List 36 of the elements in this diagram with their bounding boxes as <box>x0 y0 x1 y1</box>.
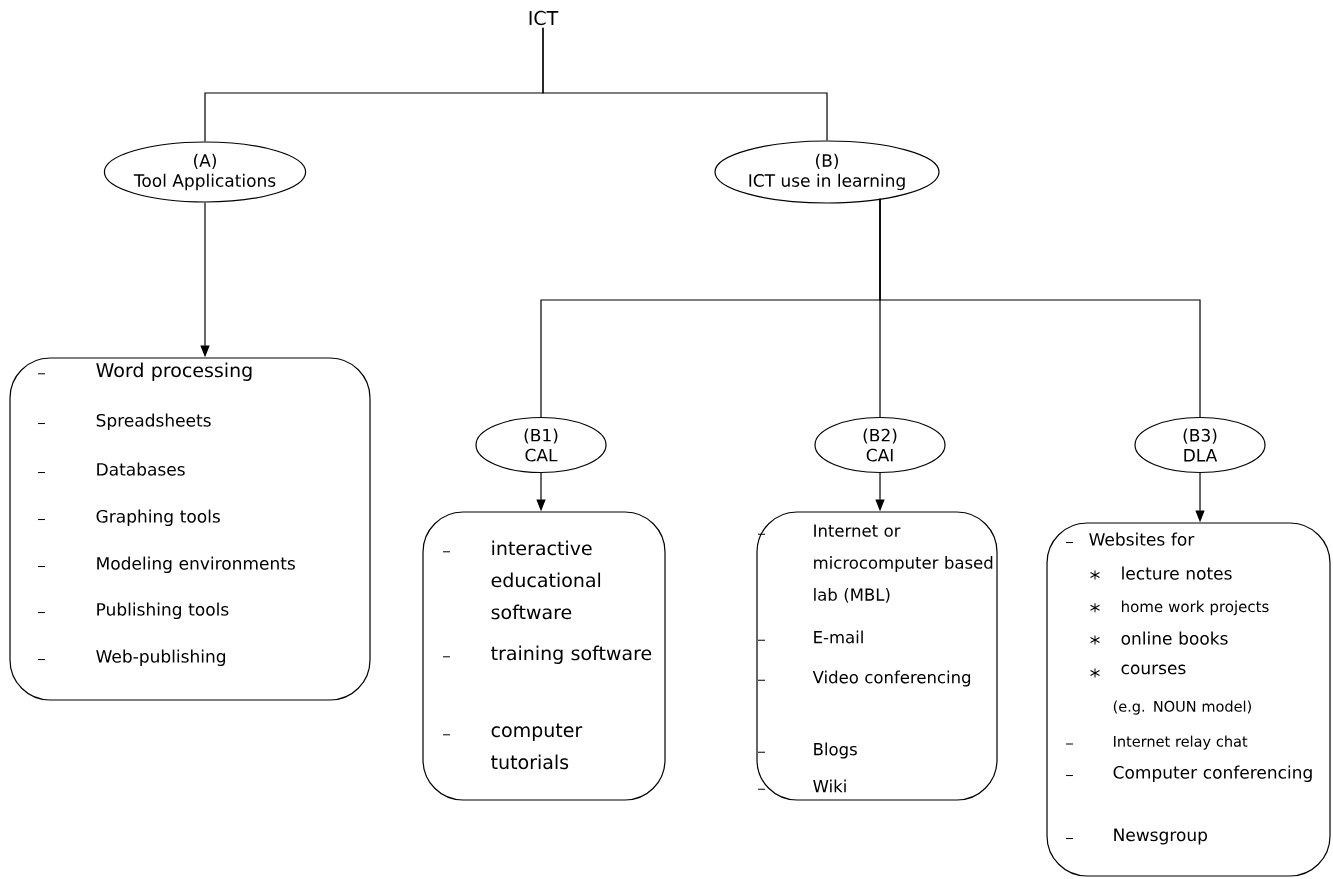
list-box <box>9 357 371 701</box>
list-item: online books <box>1121 631 1228 645</box>
list-item: Wiki <box>813 779 846 793</box>
list-item: Computer conferencing <box>1113 765 1312 783</box>
list-item: Blogs <box>814 742 857 759</box>
list-item: interactive educational software <box>491 540 601 620</box>
list-box <box>1046 522 1331 877</box>
list-item: E-mail <box>814 630 863 644</box>
list-box <box>422 511 666 801</box>
list-item: Video conferencing <box>812 670 971 687</box>
list-item: Newsgroup <box>1114 828 1207 845</box>
list-item: Word processing <box>96 362 252 381</box>
list-item: home work projects <box>1122 600 1269 616</box>
root-label: ICT <box>529 10 559 26</box>
list-item: (e.g. NOUN model) <box>1113 700 1251 715</box>
list-item: Web-publishing <box>96 649 226 667</box>
list-item: lecture notes <box>1122 566 1232 580</box>
connector <box>879 198 1201 418</box>
list-item: training software <box>491 645 652 664</box>
list-item: Graphing tools <box>96 509 220 527</box>
list-item: Websites for <box>1089 532 1195 546</box>
ellipse-node: (B2) CAI <box>814 416 946 474</box>
ellipse-node: (A) Tool Applications <box>103 141 307 203</box>
list-item: Internet or microcomputer based lab (MBL) <box>814 524 993 603</box>
ellipse-node: (B) ICT use in learning <box>714 140 940 204</box>
list-item: computer tutorials <box>491 723 583 770</box>
list-item: Publishing tools <box>97 602 229 620</box>
list-item: Spreadsheets <box>96 413 211 431</box>
list-item: Modeling environments <box>97 556 295 574</box>
ellipse-node: (B3) DLA <box>1134 416 1266 474</box>
list-item: Internet relay chat <box>1114 735 1248 750</box>
list-box <box>756 511 998 801</box>
ellipse-node: (B1) CAL <box>475 416 607 474</box>
list-item: Databases <box>97 462 185 476</box>
list-item: courses <box>1121 664 1186 675</box>
connector <box>542 27 828 141</box>
